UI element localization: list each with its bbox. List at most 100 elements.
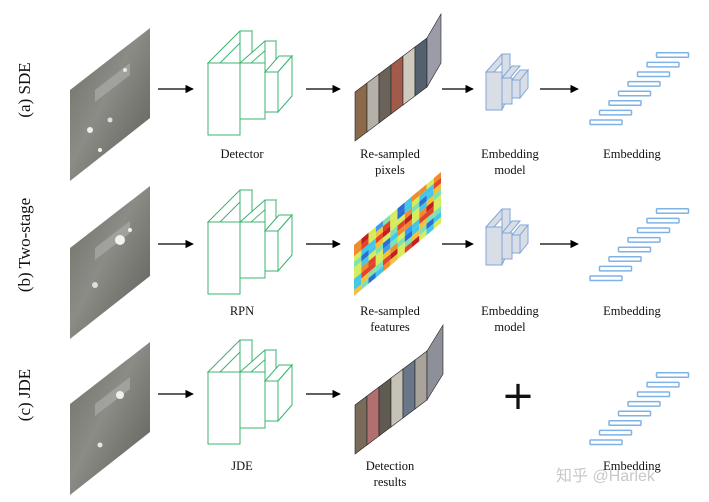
heatmap-cell	[354, 250, 362, 262]
heatmap-cell	[383, 242, 391, 255]
caption-line: pixels	[375, 163, 405, 177]
heatmap-cell	[375, 260, 383, 273]
heatmap-cell	[404, 219, 412, 231]
embedding-vector-icon	[589, 52, 690, 126]
heatmap-cell	[397, 236, 405, 249]
heatmap-cell	[383, 214, 391, 227]
caption-line: Detection	[365, 459, 415, 473]
heatmap-cell	[404, 207, 412, 220]
heatmap-cell	[397, 219, 405, 232]
detection-result-crops	[354, 323, 444, 455]
heatmap-cell	[412, 229, 420, 242]
row-two-stage	[70, 172, 690, 339]
heatmap-cell	[433, 183, 441, 196]
heatmap-cell	[397, 247, 405, 260]
heatmap-cell	[433, 200, 441, 213]
caption-line: Embedding	[481, 304, 539, 318]
heatmap-cell	[354, 284, 362, 296]
heatmap-cell	[354, 244, 362, 257]
heatmap-cell	[390, 231, 398, 243]
embedding-vector-icon	[589, 372, 690, 446]
heatmap-cell	[383, 231, 391, 244]
heatmap-cell	[390, 208, 398, 221]
caption-line: model	[494, 320, 526, 334]
heatmap-cell	[354, 278, 362, 291]
heatmap-cell	[412, 224, 420, 236]
heatmap-cell	[426, 206, 434, 219]
heatmap-cell	[354, 255, 362, 268]
heatmap-cell	[433, 211, 441, 224]
heatmap-cell	[361, 272, 369, 285]
heatmap-cell	[368, 238, 376, 250]
heatmap-cell	[375, 266, 383, 278]
embedding-vector-icon	[589, 208, 690, 282]
heatmap-cell	[390, 219, 398, 232]
heatmap-cell	[375, 243, 383, 256]
caption-line: Re-sampled	[360, 304, 420, 318]
rpn-network-icon	[206, 189, 294, 295]
caption-jde: JDE	[231, 459, 253, 473]
heatmap-cell	[361, 249, 369, 262]
heatmap-cell	[390, 225, 398, 238]
heatmap-cell	[404, 202, 412, 214]
heatmap-cell	[383, 237, 391, 249]
heatmap-cell	[412, 207, 420, 219]
heatmap-cell	[397, 242, 405, 254]
caption-embedding: Embedding	[603, 459, 661, 473]
heatmap-cell	[426, 212, 434, 224]
heatmap-cell	[368, 266, 376, 279]
caption-embedding: Embedding	[603, 304, 661, 318]
heatmap-cell	[433, 206, 441, 218]
heatmap-cell	[412, 212, 420, 225]
heatmap-cell	[433, 189, 441, 201]
jde-network-icon	[206, 339, 294, 445]
heatmap-cell	[383, 254, 391, 266]
row-jde	[70, 323, 690, 495]
caption-detection-results: Detection results	[350, 458, 430, 490]
heatmap-cell	[419, 201, 427, 213]
heatmap-cell	[354, 272, 362, 285]
heatmap-cell	[397, 213, 405, 226]
heatmap-cell	[397, 202, 405, 215]
embedding-model-icon	[484, 208, 530, 266]
heatmap-cell	[433, 217, 441, 230]
heatmap-cell	[375, 232, 383, 244]
heatmap-cell	[419, 229, 427, 242]
heatmap-cell	[397, 208, 405, 220]
caption-line: features	[370, 320, 410, 334]
heatmap-cell	[368, 255, 376, 267]
heatmap-cell	[412, 218, 420, 231]
heatmap-cell	[412, 201, 420, 214]
heatmap-cell	[397, 230, 405, 243]
resampled-feature-heatmap	[354, 172, 441, 296]
heatmap-cell	[419, 218, 427, 230]
heatmap-cell	[397, 225, 405, 237]
heatmap-cell	[433, 194, 441, 207]
heatmap-cell	[390, 253, 398, 266]
heatmap-cell	[426, 223, 434, 236]
heatmap-cell	[375, 237, 383, 250]
caption-embedding: Embedding	[603, 147, 661, 161]
input-frame-image	[70, 342, 150, 495]
heatmap-cell	[419, 206, 427, 219]
row-label-sde: (a) SDE	[15, 62, 34, 118]
heatmap-cell	[361, 266, 369, 279]
heatmap-cell	[361, 238, 369, 251]
caption-resampled-features: Re-sampled features	[350, 303, 430, 335]
caption-detector: Detector	[220, 147, 264, 161]
heatmap-cell	[383, 248, 391, 261]
heatmap-cell	[433, 177, 441, 190]
heatmap-cell	[404, 236, 412, 248]
heatmap-cell	[390, 214, 398, 226]
heatmap-cell	[404, 196, 412, 209]
heatmap-cell	[375, 249, 383, 261]
heatmap-cell	[375, 220, 383, 233]
heatmap-cell	[404, 230, 412, 243]
row-label-two-stage: (b) Two-stage	[15, 197, 34, 293]
heatmap-cell	[419, 212, 427, 225]
caption-line: model	[494, 163, 526, 177]
heatmap-cell	[390, 248, 398, 260]
heatmap-cell	[390, 236, 398, 249]
heatmap-cell	[354, 238, 362, 251]
